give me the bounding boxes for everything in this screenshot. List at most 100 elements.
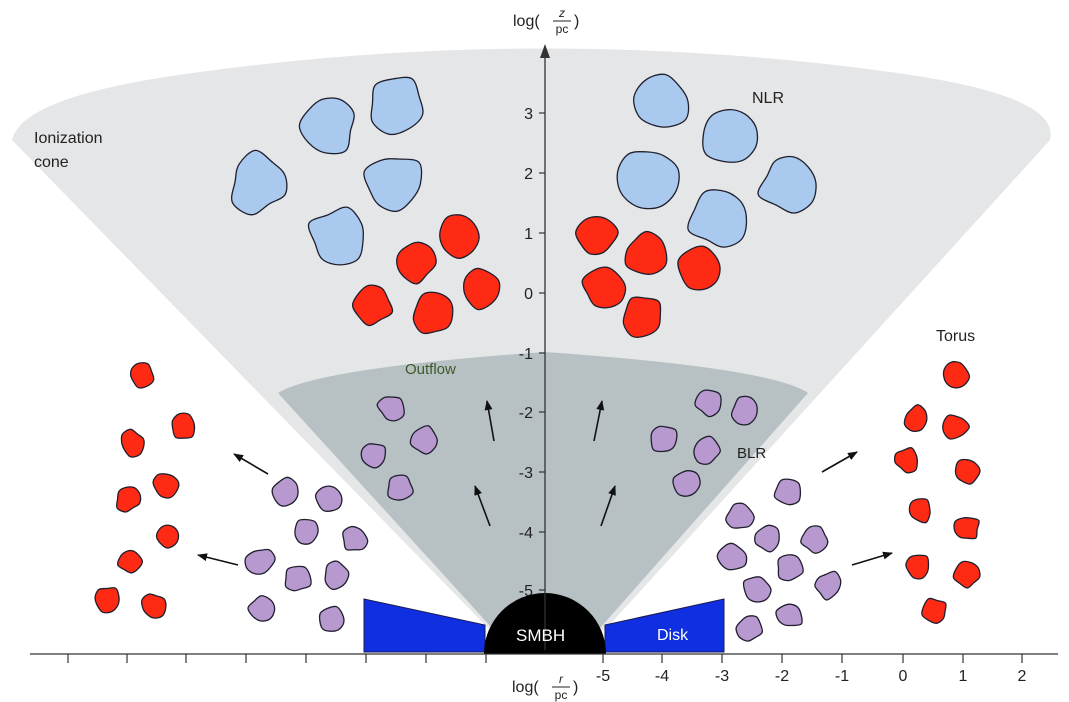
blr-cloud [694, 389, 722, 418]
blr-cloud [650, 425, 678, 453]
blr-cloud [342, 525, 369, 551]
blr-cloud [716, 542, 748, 571]
torus-cloud [921, 597, 947, 624]
z-axis-label-prefix: log( [513, 13, 540, 30]
z-axis-title: log( z pc ) [513, 6, 579, 36]
torus-cloud [954, 458, 981, 485]
z-tick-label: 3 [524, 106, 533, 123]
r-axis-ticks: -5 -4 -3 -2 -1 0 1 2 [67, 654, 1027, 685]
blr-cloud [814, 570, 842, 601]
z-axis [540, 44, 550, 650]
disk-label: Disk [657, 627, 689, 644]
blr-cloud [730, 395, 758, 426]
blr-cloud [773, 478, 802, 506]
nlr-dense-cloud [575, 216, 619, 256]
nlr-cloud [307, 206, 364, 266]
nlr-cloud [757, 155, 817, 214]
nlr-dense-cloud [581, 266, 627, 309]
r-tick-label: -5 [596, 668, 610, 685]
nlr-label: NLR [752, 90, 784, 107]
z-axis-label-numerator: z [558, 6, 565, 20]
blr-cloud [360, 443, 387, 469]
blr-cloud [387, 474, 414, 501]
torus-cloud [942, 414, 970, 440]
ionization-cone-label-line2: cone [34, 154, 69, 171]
outflow-arrows [197, 400, 893, 566]
r-tick-label: 2 [1018, 668, 1027, 685]
r-tick-label: 1 [959, 668, 968, 685]
torus-cloud [952, 560, 981, 589]
torus-cloud [893, 447, 918, 474]
r-axis-title: log( r pc ) [512, 672, 578, 702]
r-tick-label: -2 [775, 668, 789, 685]
motion-arrow [197, 553, 239, 566]
nlr-cloud [702, 109, 759, 163]
z-tick-label: -1 [519, 346, 533, 363]
clouds [94, 73, 981, 642]
torus-cloud [908, 498, 931, 524]
torus-cloud [140, 593, 167, 619]
blr-cloud [775, 603, 803, 627]
nlr-dense-cloud [677, 245, 721, 291]
nlr-dense-cloud [624, 230, 668, 275]
r-tick-label: -3 [715, 668, 729, 685]
nlr-cloud [370, 76, 424, 136]
outflow-label: Outflow [405, 361, 456, 378]
blr-cloud [754, 524, 780, 553]
z-axis-arrowhead [540, 44, 550, 58]
nlr-dense-cloud [462, 267, 501, 311]
blr-cloud [742, 576, 772, 603]
blr-cloud [244, 548, 276, 575]
ionization-cone-label-line1: Ionization [34, 130, 103, 147]
torus-cloud [129, 362, 155, 389]
r-axis-label-denominator: pc [555, 688, 568, 702]
accretion-disk-right [604, 598, 725, 653]
z-axis-label-denominator: pc [556, 22, 569, 36]
z-tick-label: -2 [519, 405, 533, 422]
outflow-cone [278, 352, 808, 628]
blr-cloud [693, 435, 721, 465]
z-tick-label: 1 [524, 226, 533, 243]
z-tick-label: 0 [524, 286, 533, 303]
blr-cloud [284, 565, 312, 592]
r-axis-label-prefix: log( [512, 679, 539, 696]
blr-cloud [735, 615, 764, 642]
z-tick-label: -5 [519, 583, 533, 600]
blr-cloud [324, 560, 350, 591]
blr-cloud [409, 425, 438, 455]
accretion-disk-left [363, 598, 486, 653]
motion-arrow [233, 453, 269, 475]
motion-arrow [600, 485, 616, 527]
torus-cloud [94, 587, 120, 614]
blr-cloud [318, 605, 345, 632]
r-tick-label: 0 [899, 668, 908, 685]
torus-cloud [953, 516, 980, 540]
nlr-cloud [633, 73, 690, 128]
z-axis-label-suffix: ) [574, 13, 579, 30]
motion-arrow [593, 400, 605, 442]
blr-cloud [725, 502, 755, 529]
nlr-dense-cloud [412, 291, 454, 335]
nlr-dense-cloud [439, 214, 480, 259]
r-tick-label: -4 [655, 668, 669, 685]
smbh-label: SMBH [516, 626, 565, 645]
motion-arrow [484, 400, 495, 442]
blr-cloud [314, 485, 343, 512]
r-tick-label: -1 [835, 668, 849, 685]
nlr-cloud [616, 151, 680, 210]
torus-cloud [903, 404, 928, 433]
nlr-dense-cloud [396, 241, 437, 285]
blr-cloud [271, 476, 299, 507]
torus-label: Torus [936, 328, 975, 345]
motion-arrow [821, 451, 858, 473]
nlr-dense-cloud [351, 284, 394, 327]
nlr-cloud [363, 158, 423, 212]
torus-cloud [120, 428, 145, 458]
torus-cloud [942, 361, 971, 389]
blr-cloud [294, 518, 319, 545]
blr-cloud [800, 525, 829, 554]
nlr-cloud [298, 97, 355, 155]
torus-cloud [116, 549, 144, 574]
z-tick-label: -3 [519, 465, 533, 482]
